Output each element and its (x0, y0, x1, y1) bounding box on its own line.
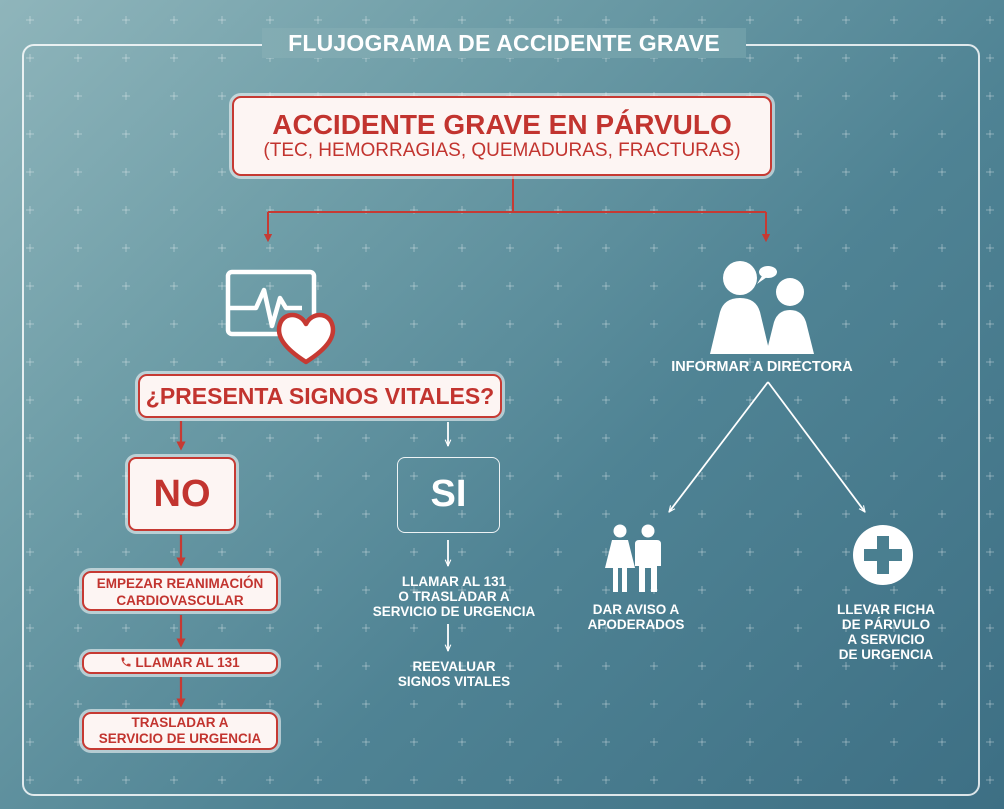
start-resuscitation-line1: EMPEZAR REANIMACIÓN (96, 576, 264, 591)
take-record-line4: DE URGENCIA (838, 647, 934, 662)
conversation-icon (710, 261, 814, 354)
start-resuscitation-box: EMPEZAR REANIMACIÓN CARDIOVASCULAR (82, 571, 278, 611)
page-title: FLUJOGRAMA DE ACCIDENTE GRAVE (262, 28, 746, 58)
si-call-line2: O TRASLADAR A (398, 589, 510, 604)
transfer-emergency-line1: TRASLADAR A (131, 715, 229, 730)
call-131-box: LLAMAR AL 131 (82, 652, 278, 674)
take-record-line1: LLEVAR FICHA (837, 602, 935, 617)
call-131-label: LLAMAR AL 131 (135, 655, 240, 670)
take-record-line3: A SERVICIO (847, 632, 925, 647)
transfer-emergency-line2: SERVICIO DE URGENCIA (98, 731, 262, 746)
heart-monitor-icon (225, 269, 336, 365)
si-reevaluate-line2: SIGNOS VITALES (397, 674, 511, 689)
transfer-emergency-box: TRASLADAR A SERVICIO DE URGENCIA (82, 712, 278, 750)
vital-signs-question: ¿PRESENTA SIGNOS VITALES? (138, 374, 502, 418)
start-resuscitation-line2: CARDIOVASCULAR (116, 593, 244, 608)
si-call-line3: SERVICIO DE URGENCIA (372, 604, 536, 619)
take-record-text: LLEVAR FICHA DE PÁRVULO A SERVICIO DE UR… (816, 602, 956, 662)
si-reevaluate-text: REEVALUAR SIGNOS VITALES (370, 659, 538, 689)
accident-title: ACCIDENTE GRAVE EN PÁRVULO (272, 109, 732, 140)
notify-guardians-line2: APODERADOS (587, 617, 685, 632)
notify-guardians-line1: DAR AVISO A (592, 602, 680, 617)
take-record-line2: DE PÁRVULO (841, 617, 931, 632)
medical-cross-icon (853, 525, 913, 585)
accident-main-box: ACCIDENTE GRAVE EN PÁRVULO (TEC, HEMORRA… (232, 96, 772, 176)
si-call-or-transfer-text: LLAMAR AL 131 O TRASLADAR A SERVICIO DE … (370, 574, 538, 619)
notify-guardians-text: DAR AVISO A APODERADOS (584, 602, 688, 632)
accident-examples: (TEC, HEMORRAGIAS, QUEMADURAS, FRACTURAS… (263, 140, 741, 161)
inform-director-label: INFORMAR A DIRECTORA (671, 359, 853, 375)
phone-icon (121, 657, 131, 667)
parents-icon (605, 524, 661, 592)
top-branch-connector (263, 176, 771, 243)
directora-diagonal-arrows (669, 381, 865, 512)
si-call-line1: LLAMAR AL 131 (401, 574, 507, 589)
si-reevaluate-line1: REEVALUAR (412, 659, 496, 674)
no-answer-box: NO (128, 457, 236, 531)
yes-answer-box: SI (397, 457, 500, 533)
